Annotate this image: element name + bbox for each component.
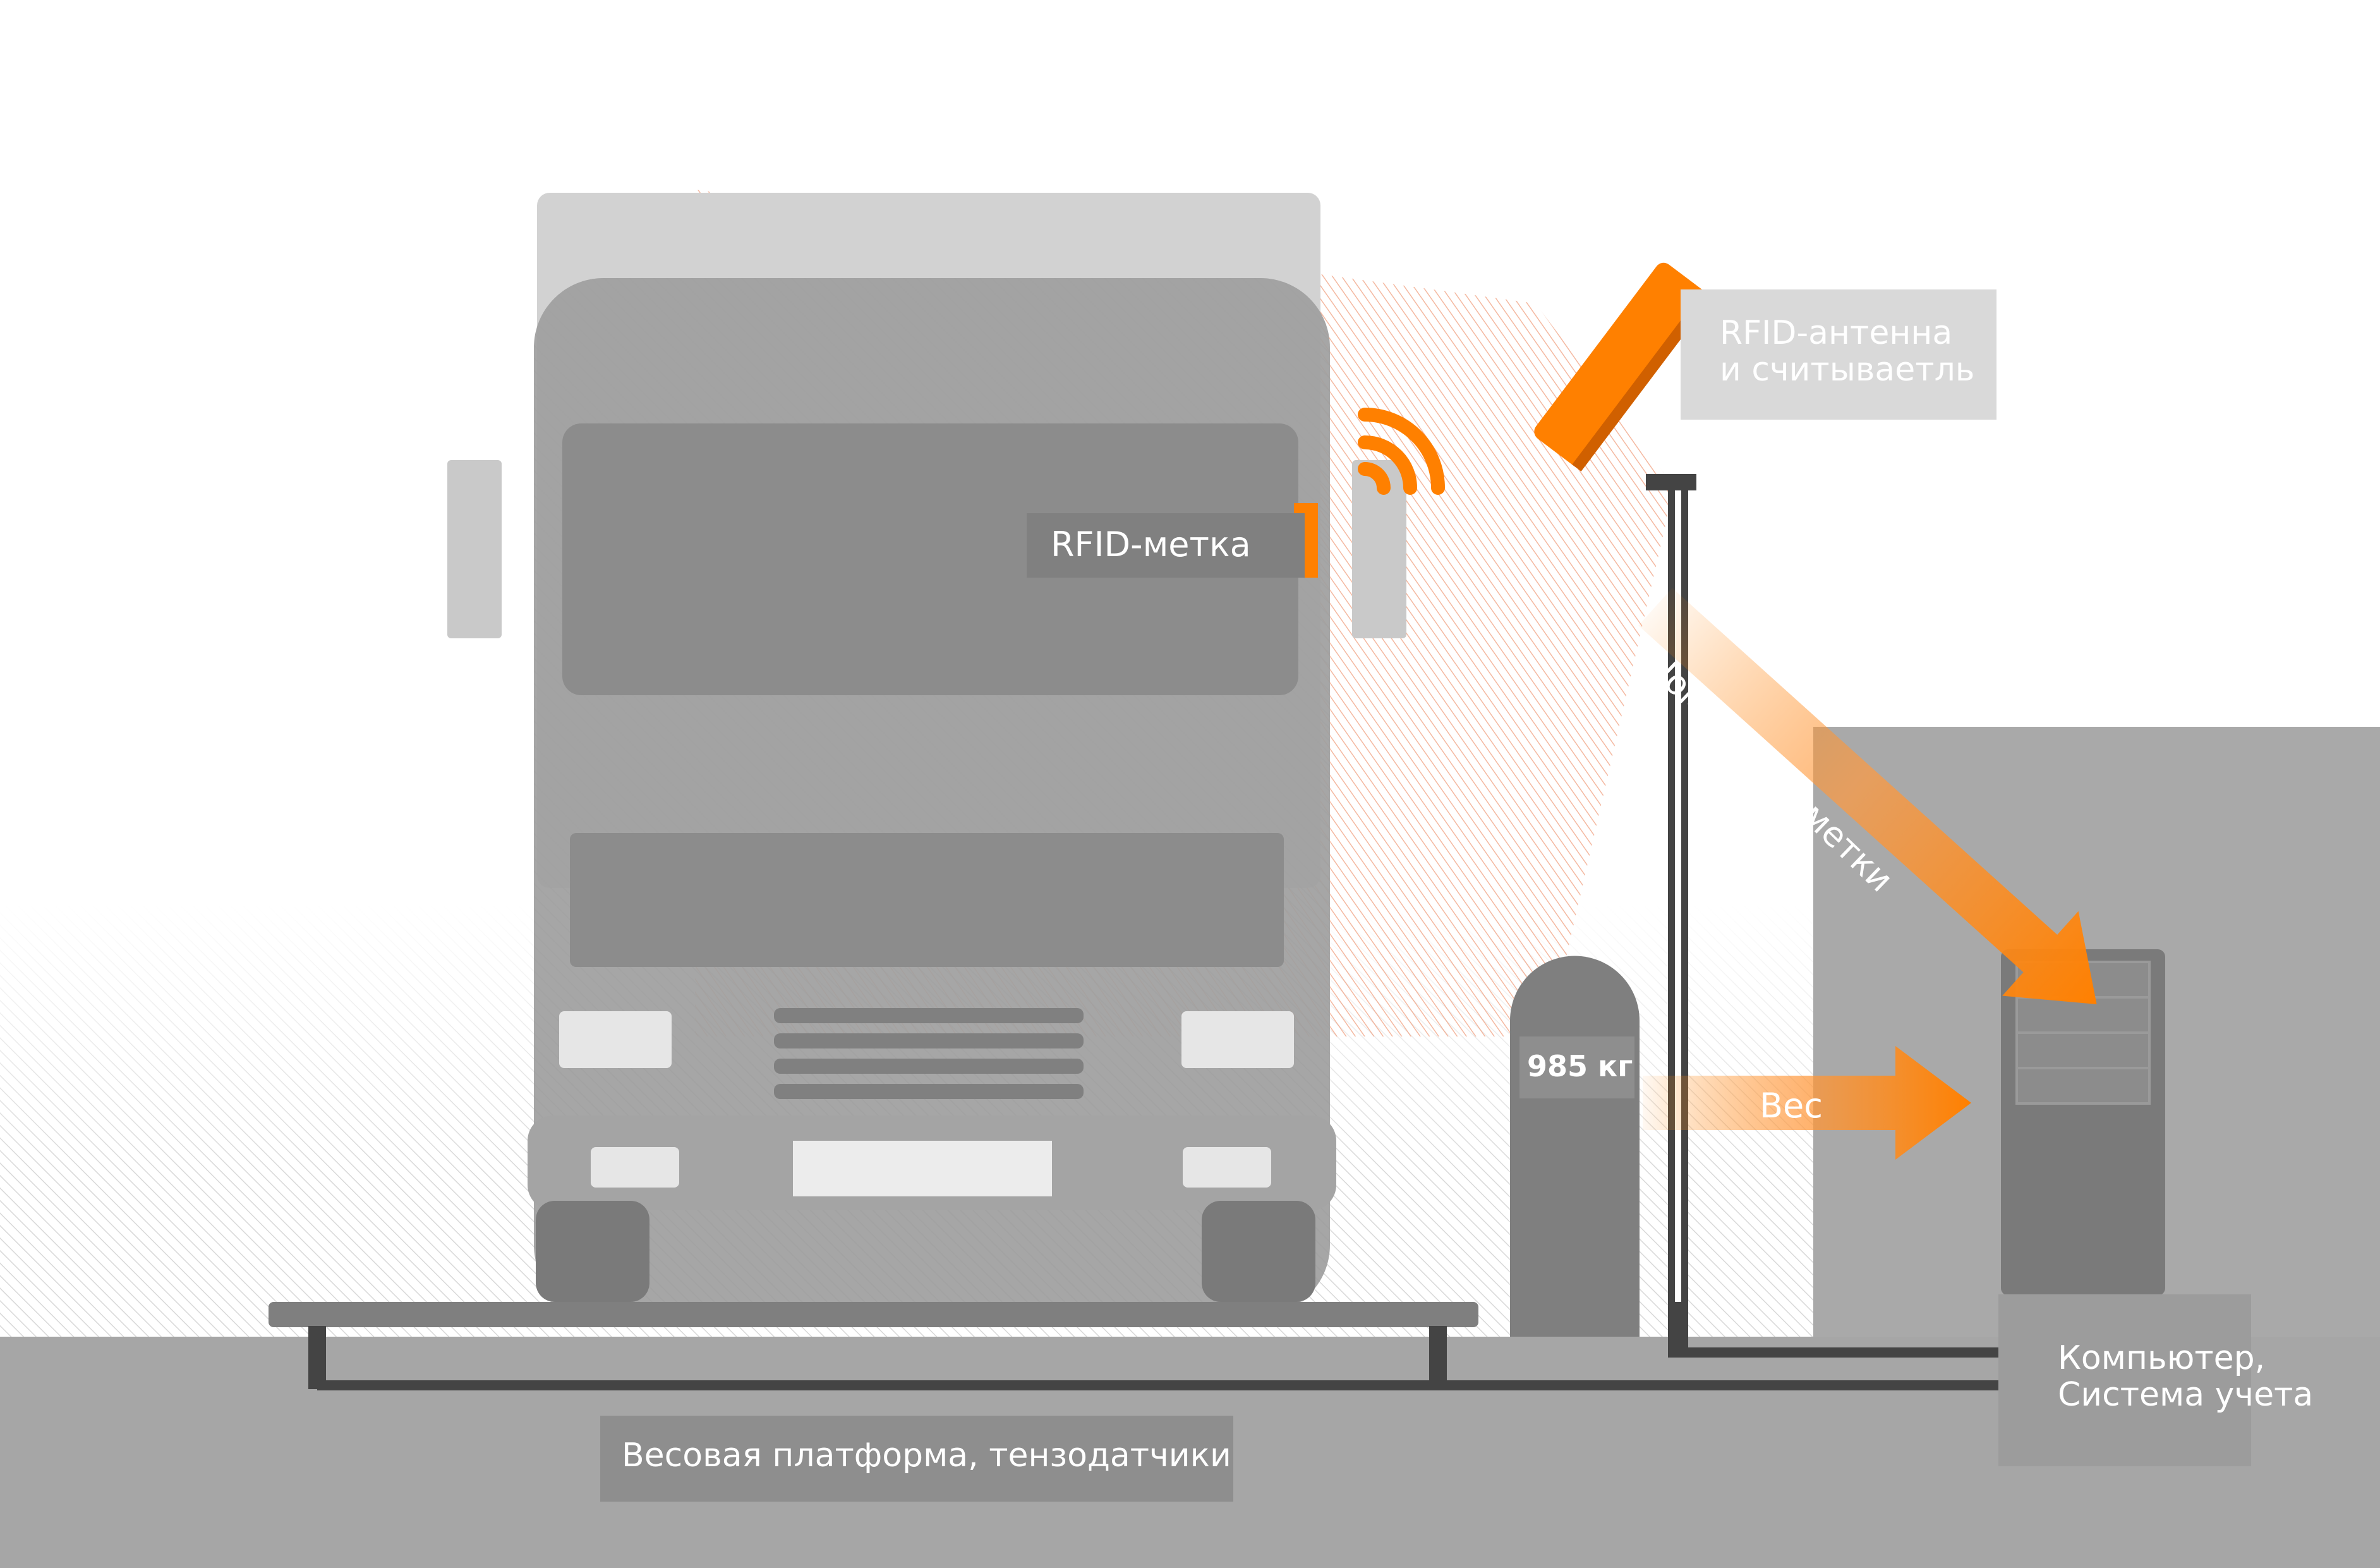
load-cell-right	[1429, 1326, 1447, 1389]
truck	[447, 193, 1406, 1315]
rfid-antenna-label: RFID-антенна и считываетль	[1681, 289, 1996, 420]
computer-bay	[2015, 996, 2151, 1034]
rfid-antenna-label-line1: RFID-антенна	[1720, 314, 1953, 352]
weighing-platform-label: Весовая платформа, тензодатчики	[600, 1416, 1233, 1502]
computer-label-line2: Система учета	[2058, 1376, 2314, 1414]
computer-bay	[2015, 1067, 2151, 1105]
rfid-number-arrow	[1638, 588, 2097, 1004]
rfid-antenna-label-line2: и считываетль	[1720, 351, 1975, 389]
truck-wheel-right	[1202, 1201, 1315, 1302]
computer-label: Компьютер, Система учета	[1998, 1294, 2314, 1466]
truck-grille-slat	[774, 1059, 1084, 1074]
weight-arrow-label: Вес	[1760, 1086, 1823, 1126]
computer-label-line1: Компьютер,	[2058, 1339, 2266, 1377]
truck-windshield	[562, 423, 1298, 695]
truck-license-plate	[793, 1141, 1052, 1196]
weight-display: 985 кг	[1519, 1036, 1634, 1098]
truck-grille-slat	[774, 1033, 1084, 1048]
truck-mirror-left	[447, 460, 502, 638]
rfid-antenna	[1534, 262, 1713, 471]
truck-grille-slat	[774, 1008, 1084, 1023]
antenna-arm	[1646, 474, 1696, 490]
computer-bay	[2015, 1031, 2151, 1069]
weight-terminal	[1510, 956, 1640, 1337]
truck-fog-light-right	[1183, 1147, 1271, 1188]
weight-arrow	[1643, 1046, 1971, 1160]
truck-mirror-right	[1352, 460, 1406, 638]
wireless-signal-icon	[1358, 408, 1445, 495]
truck-headlight-right	[1181, 1011, 1294, 1068]
truck-grille-slat	[774, 1084, 1084, 1099]
truck-grille-panel	[570, 833, 1284, 967]
truck-wheel-left	[536, 1201, 649, 1302]
truck-headlight-left	[559, 1011, 672, 1068]
load-cell-left	[308, 1326, 326, 1389]
weighing-platform	[269, 1302, 1478, 1327]
truck-fog-light-left	[591, 1147, 679, 1188]
rfid-tag-label: RFID-метка	[1027, 513, 1305, 578]
